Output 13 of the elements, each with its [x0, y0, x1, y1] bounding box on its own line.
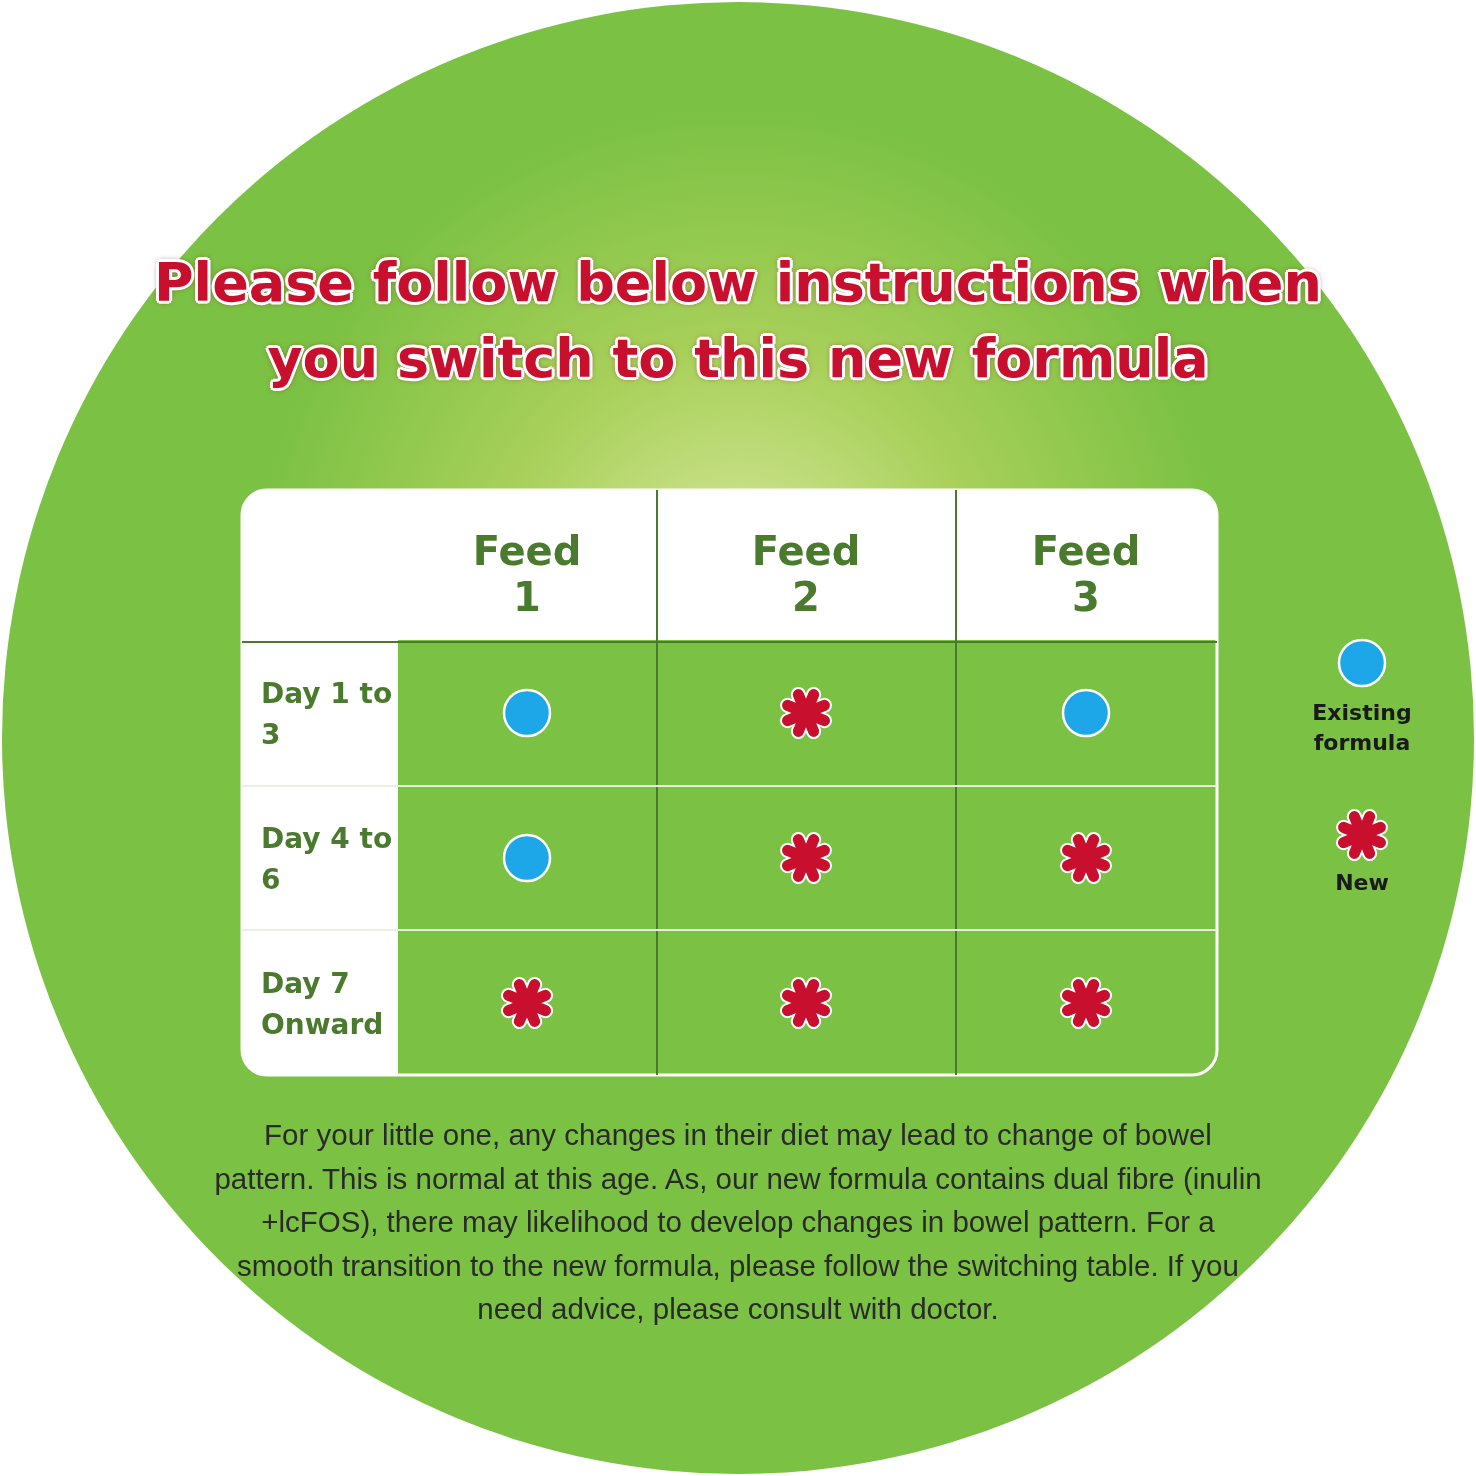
title-text: Please follow below instructions when you switch to this new formula: [153, 250, 1323, 392]
row-header: Day 7 Onward: [261, 966, 385, 1043]
column-header: Feed 2: [751, 528, 861, 620]
column-header: Feed 3: [1031, 528, 1141, 620]
circle-icon: [501, 687, 553, 739]
legend-text: Existing formula: [1311, 699, 1413, 757]
circle-icon: [501, 832, 553, 884]
circle-icon: [1060, 687, 1112, 739]
caption-paragraph: For your little one, any changes in their diet may lead to change of bowel pattern. This is normal at this age. As, our new formula contains dual fibre (inulin +lcFOS), there may likelihood to develop changes in bowel pattern. For a smooth transition to the new formula, please follow the switching table. If you need advice, please consult with doctor.: [213, 1117, 1263, 1327]
row-header: Day 1 to 3: [261, 676, 394, 753]
row-header: Day 4 to 6: [261, 821, 394, 898]
column-header: Feed 1: [472, 528, 582, 620]
legend-text: New: [1334, 869, 1390, 897]
